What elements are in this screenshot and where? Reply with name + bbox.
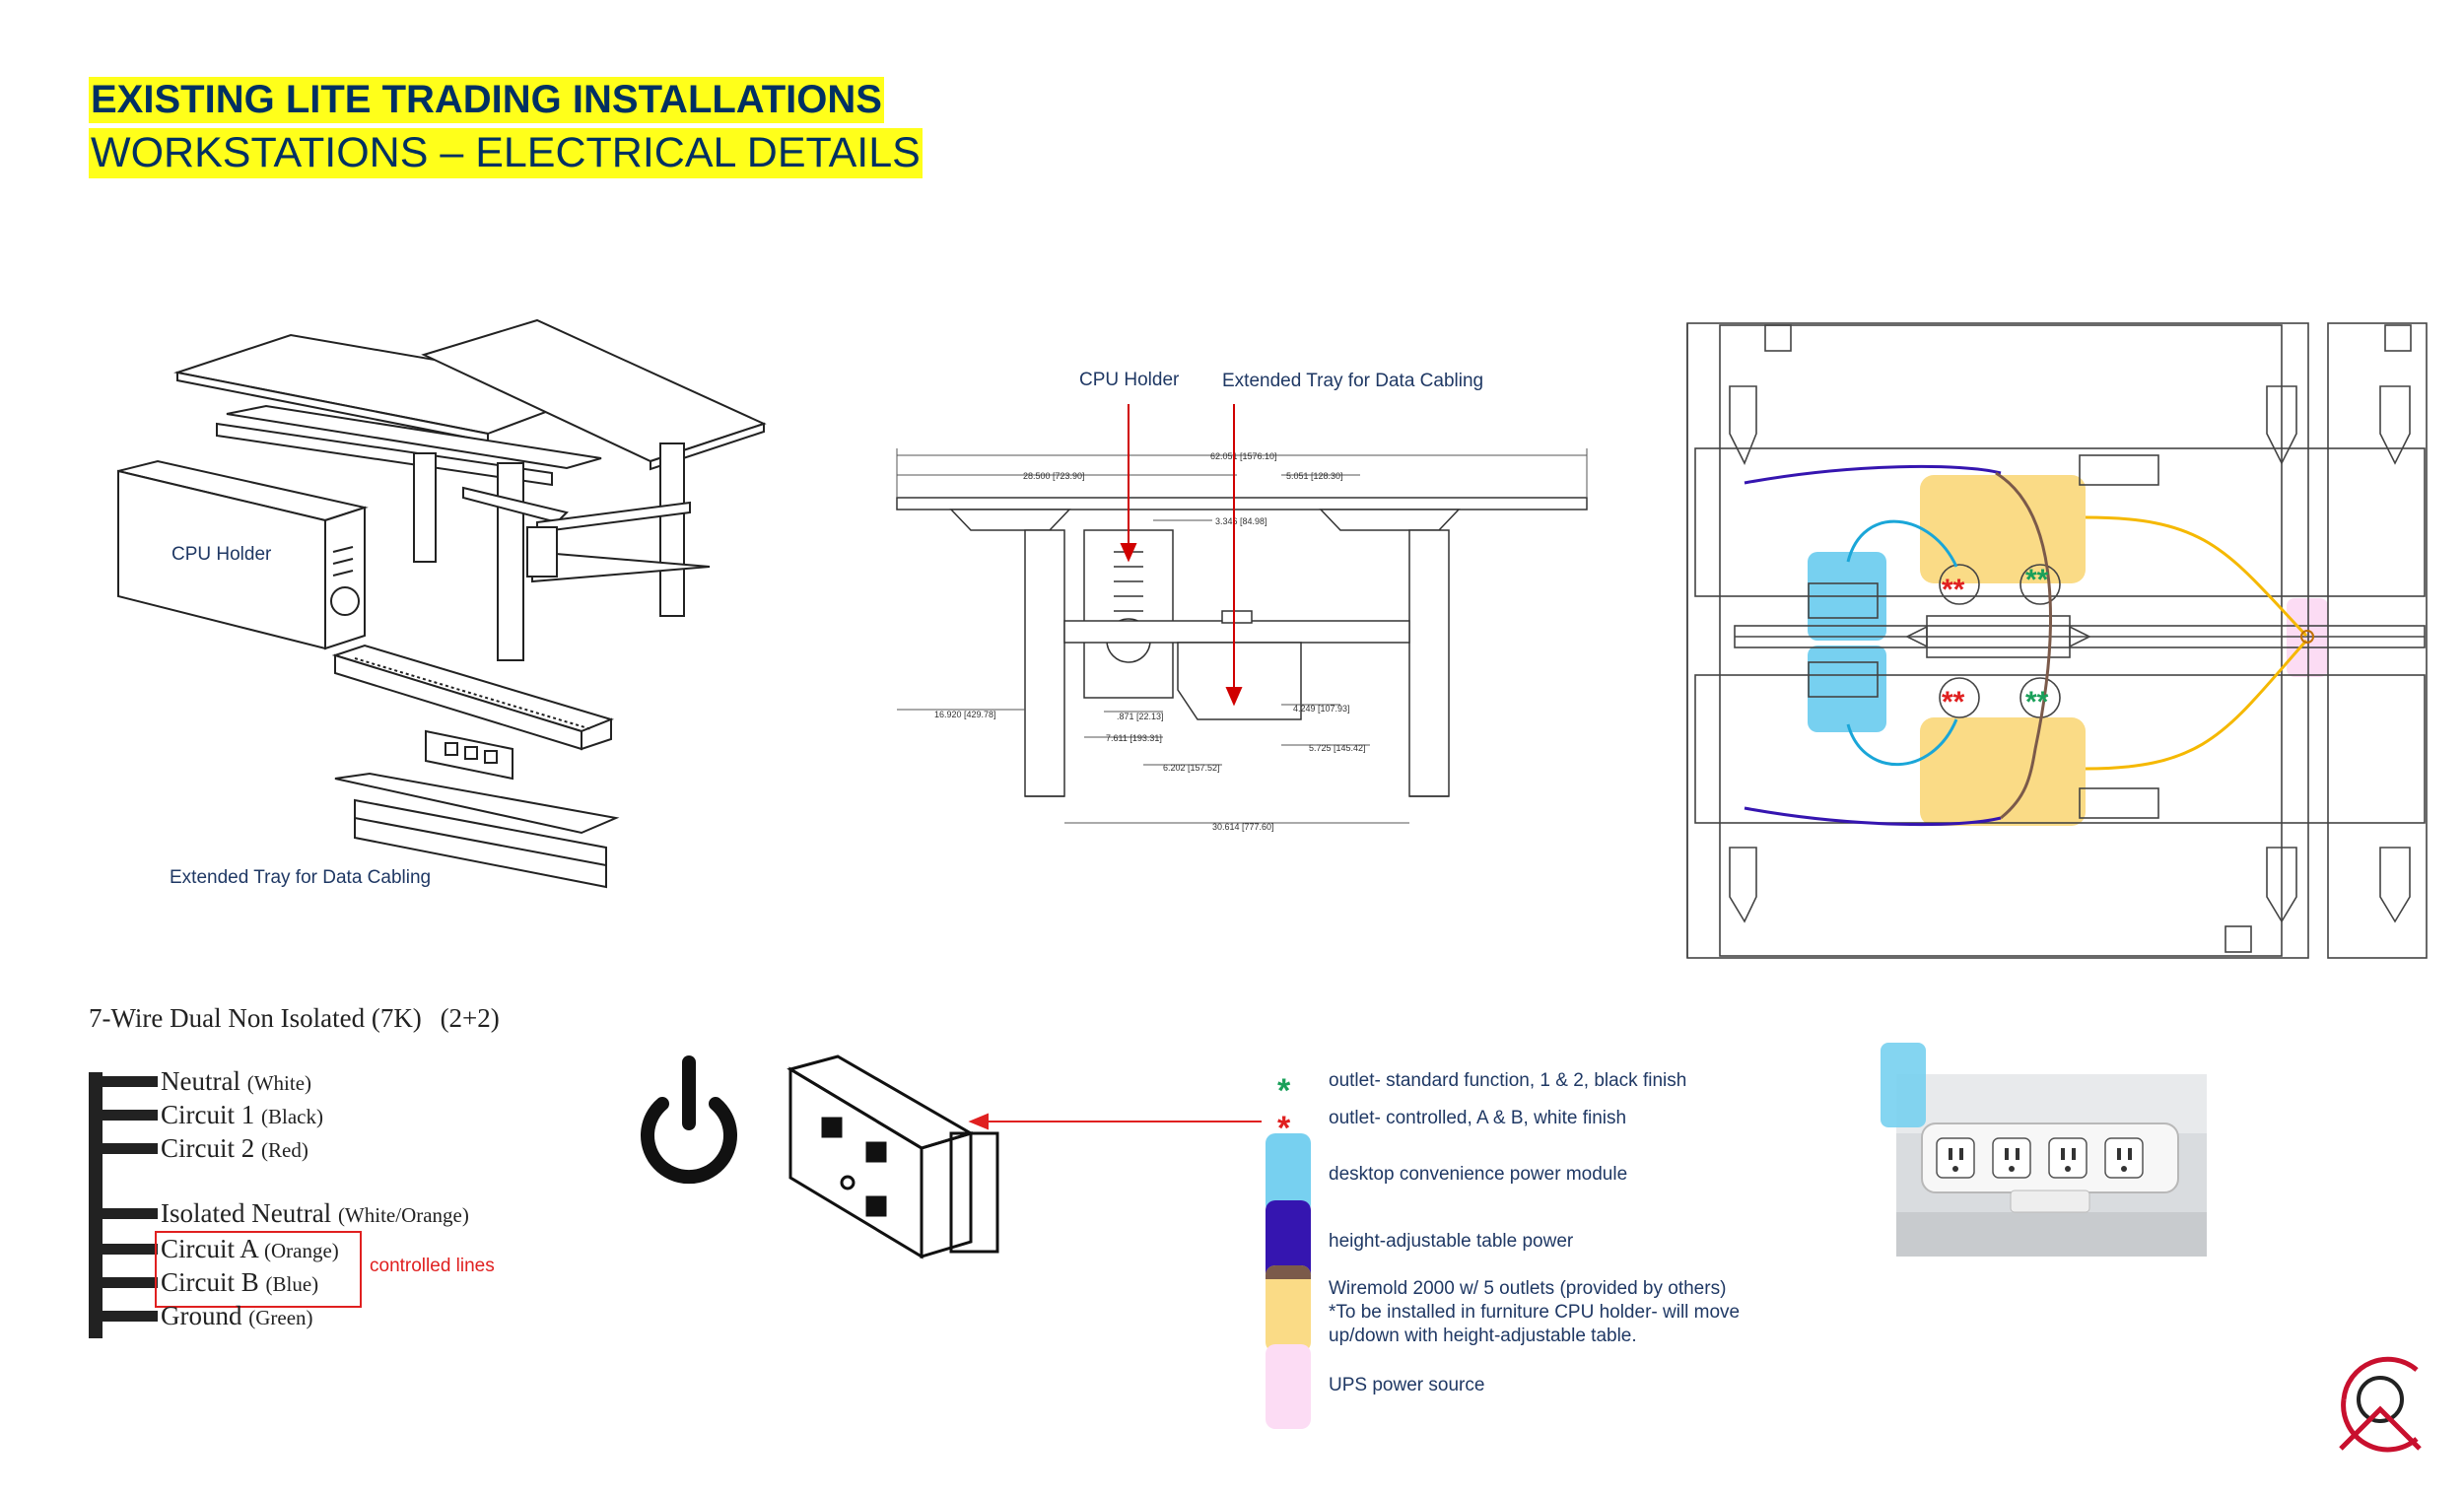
svg-text:**: ** — [2025, 686, 2049, 718]
wiring-title-suffix: (2+2) — [440, 1003, 500, 1033]
dim-height-left: 16.920 [429.78] — [934, 710, 996, 719]
dim-left-span: 28.500 [723.90] — [1023, 471, 1085, 481]
cpu-holder-label: CPU Holder — [171, 544, 272, 565]
legend-star-standard: * — [1277, 1072, 1291, 1110]
svg-text:**: ** — [1942, 686, 1965, 718]
controlled-lines-box — [155, 1231, 362, 1308]
wire-circuit-a: Circuit A (Orange) — [161, 1234, 339, 1263]
controlled-lines-note: controlled lines — [370, 1256, 495, 1276]
wiring-title-main: 7-Wire Dual Non Isolated (7K) — [89, 1003, 422, 1033]
page-title: EXISTING LITE TRADING INSTALLATIONS — [89, 77, 884, 124]
ups-zone — [2287, 598, 2328, 677]
legend-ups: UPS power source — [1329, 1375, 1485, 1395]
swatch-wiremold — [1266, 1265, 1311, 1352]
wire-neutral: Neutral (White) — [161, 1066, 312, 1096]
wire-circuit-1: Circuit 1 (Black) — [161, 1100, 323, 1129]
legend-wiremold: Wiremold 2000 w/ 5 outlets (provided by … — [1329, 1278, 1727, 1299]
svg-text:**: ** — [1942, 574, 1965, 606]
dim-d4: 5.725 [145.42] — [1309, 743, 1366, 753]
elevation-cpu-label: CPU Holder — [1079, 370, 1180, 390]
page-subtitle: WORKSTATIONS – ELECTRICAL DETAILS — [89, 128, 923, 178]
wire-circuit-2: Circuit 2 (Red) — [161, 1133, 308, 1163]
dim-base: 30.614 [777.60] — [1212, 822, 1274, 832]
wire-circuit-b: Circuit B (Blue) — [161, 1267, 319, 1297]
dim-tray-depth: 3.346 [84.98] — [1215, 516, 1267, 526]
legend-wiremold-note-1: *To be installed in furniture CPU holder… — [1329, 1302, 1741, 1323]
tray-label: Extended Tray for Data Cabling — [170, 867, 432, 888]
power-icon — [641, 1055, 737, 1185]
power-module-drawing — [787, 1054, 999, 1259]
legend-wiremold-note-2: up/down with height-adjustable table. — [1329, 1326, 1637, 1346]
convenience-module-bottom — [1808, 646, 1886, 732]
swatch-ups — [1266, 1344, 1311, 1429]
dim-overall: 62.051 [1576.10] — [1210, 451, 1277, 461]
legend-standard-outlet: outlet- standard function, 1 & 2, black … — [1329, 1070, 1687, 1091]
dim-right-offset: 5.051 [128.30] — [1286, 471, 1343, 481]
dim-d2: 4.249 [107.93] — [1293, 704, 1350, 714]
legend-controlled-outlet: outlet- controlled, A & B, white finish — [1329, 1108, 1627, 1128]
wire-isolated-neutral: Isolated Neutral (White/Orange) — [161, 1198, 469, 1228]
dim-d3: 7.611 [193.31] — [1106, 733, 1162, 743]
swatch-wiremold-cord — [1266, 1265, 1311, 1279]
elevation-tray-label: Extended Tray for Data Cabling — [1222, 371, 1484, 391]
legend-table-power: height-adjustable table power — [1329, 1231, 1574, 1252]
wire-ground: Ground (Green) — [161, 1301, 313, 1330]
legend-convenience-module: desktop convenience power module — [1329, 1164, 1628, 1185]
svg-text:**: ** — [2025, 564, 2049, 596]
dim-d1: .871 [22.13] — [1117, 712, 1164, 721]
wiring-title: 7-Wire Dual Non Isolated (7K) (2+2) — [89, 1003, 500, 1034]
dim-d5: 6.202 [157.52] — [1163, 763, 1220, 773]
wiremold-zone-bottom — [1920, 717, 2086, 826]
